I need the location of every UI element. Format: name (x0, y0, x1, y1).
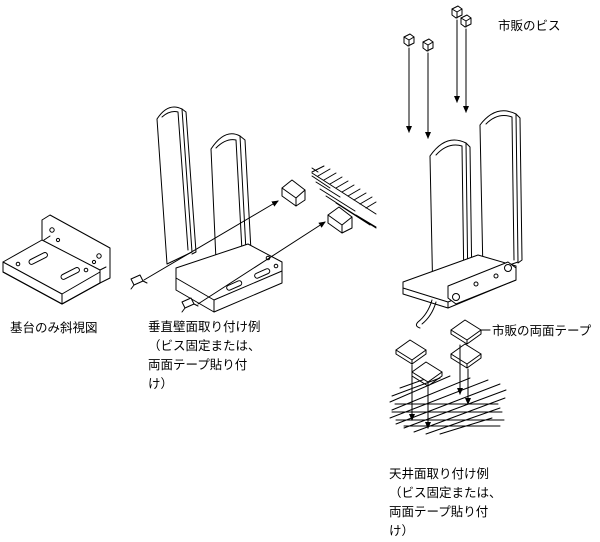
label-screws: 市販のビス (498, 18, 561, 33)
base-bracket-figure (2, 214, 111, 305)
wall-tape-pad-2 (327, 206, 353, 234)
wall-mount-figure (130, 106, 377, 313)
label-wall-mount-line-4: け） (148, 376, 174, 391)
wall-screws (130, 274, 199, 313)
ceiling-tape-pads (395, 319, 482, 387)
label-ceiling-mount-line-4: け） (389, 523, 415, 538)
wall-hatch (311, 165, 377, 229)
wall-tape-pad-1 (281, 179, 306, 207)
ceiling-mount-figure (389, 5, 523, 435)
label-wall-mount-line-1: 垂直壁面取り付け例 (148, 319, 261, 334)
label-wall-mount: 垂直壁面取り付け例 （ビス固定または、 両面テープ貼り付 け） (148, 317, 261, 393)
label-ceiling-mount-line-1: 天井面取り付け例 (389, 466, 490, 481)
label-ceiling-mount-line-3: 両面テープ貼り付 (389, 504, 489, 519)
label-wall-mount-line-3: 両面テープ貼り付 (148, 357, 248, 372)
label-wall-mount-line-2: （ビス固定または、 (148, 338, 261, 353)
ceiling-screws (403, 5, 472, 52)
label-ceiling-mount-line-2: （ビス固定または、 (389, 485, 502, 500)
label-base-only: 基台のみ斜視図 (10, 320, 98, 335)
ceiling-hatch (389, 375, 507, 435)
label-double-tape: 市販の両面テープ (492, 323, 592, 338)
label-ceiling-mount: 天井面取り付け例 （ビス固定または、 両面テープ貼り付 け） (389, 464, 502, 540)
